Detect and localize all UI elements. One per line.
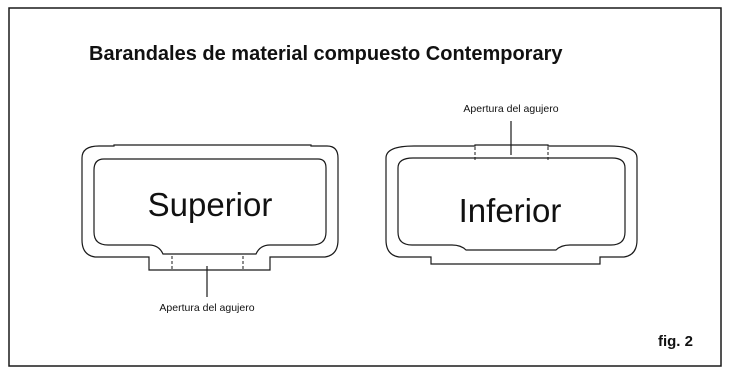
superior-inner-cavity xyxy=(93,158,327,255)
superior-outer-contour xyxy=(81,144,339,271)
inferior-callout-text: Apertura del agujero xyxy=(463,103,558,115)
superior-label: Superior xyxy=(148,186,273,223)
superior-profile: Superior Apertura del agujero xyxy=(81,144,339,314)
inferior-outer-contour xyxy=(385,144,638,265)
figure-title: Barandales de material compuesto Contemp… xyxy=(89,43,563,65)
inferior-profile: Inferior Apertura del agujero xyxy=(385,103,638,265)
superior-callout-text: Apertura del agujero xyxy=(159,302,254,314)
figure-frame xyxy=(8,7,722,367)
inferior-label: Inferior xyxy=(459,192,562,229)
inferior-inner-cavity xyxy=(397,157,626,251)
figure-number: fig. 2 xyxy=(658,333,693,350)
